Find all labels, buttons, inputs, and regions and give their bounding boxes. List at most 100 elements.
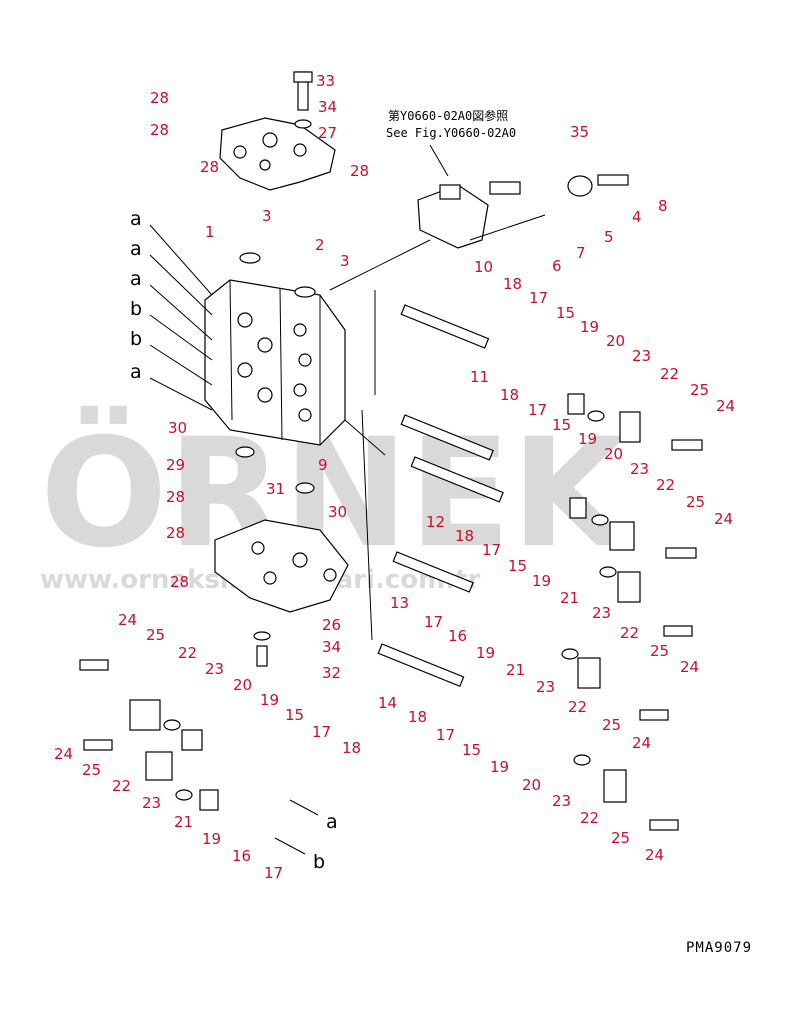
part-callout: 16 <box>448 627 467 645</box>
part-callout: 17 <box>424 613 443 631</box>
part-callout: 18 <box>503 275 522 293</box>
part-callout: 29 <box>166 456 185 474</box>
part-callout: 10 <box>474 258 493 276</box>
part-callout: 17 <box>528 401 547 419</box>
part-callout: 18 <box>455 527 474 545</box>
part-callout: 17 <box>482 541 501 559</box>
part-callout: 25 <box>611 829 630 847</box>
part-callout: 34 <box>322 638 341 656</box>
part-callout: 30 <box>328 503 347 521</box>
part-callout: 22 <box>620 624 639 642</box>
part-callout: 19 <box>490 758 509 776</box>
part-callout: 23 <box>592 604 611 622</box>
part-callout: 18 <box>500 386 519 404</box>
part-callout: 11 <box>470 368 489 386</box>
upper-cover <box>219 71 336 191</box>
part-callout: 32 <box>322 664 341 682</box>
part-callout: 28 <box>166 524 185 542</box>
part-callout: 24 <box>714 510 733 528</box>
part-callout: 17 <box>529 289 548 307</box>
lower-cover <box>214 519 349 667</box>
leader-lines <box>149 224 319 855</box>
part-callout: 24 <box>645 846 664 864</box>
part-callout: 34 <box>318 98 337 116</box>
part-callout: 19 <box>532 572 551 590</box>
part-callout: 19 <box>202 830 221 848</box>
part-callout: 2 <box>315 236 325 254</box>
part-callout: 23 <box>630 460 649 478</box>
subassembly-label: a <box>130 361 142 383</box>
part-callout: 22 <box>656 476 675 494</box>
part-callout: 19 <box>578 430 597 448</box>
part-callout: 27 <box>318 124 337 142</box>
part-callout: 6 <box>552 257 562 275</box>
part-callout: 22 <box>112 777 131 795</box>
spools <box>344 290 504 688</box>
part-callout: 5 <box>604 228 614 246</box>
subassembly-label: b <box>130 328 142 350</box>
subassembly-label: a <box>130 208 142 230</box>
part-callout: 9 <box>318 456 328 474</box>
part-callout: 24 <box>118 611 137 629</box>
reference-note-leader <box>429 144 449 177</box>
part-callout: 12 <box>426 513 445 531</box>
subassembly-label: a <box>326 811 338 833</box>
part-callout: 24 <box>632 734 651 752</box>
part-callout: 25 <box>690 381 709 399</box>
part-callout: 26 <box>322 616 341 634</box>
part-callout: 28 <box>200 158 219 176</box>
part-callout: 15 <box>552 416 571 434</box>
part-callout: 28 <box>150 89 169 107</box>
part-callout: 23 <box>536 678 555 696</box>
drawing-code: PMA9079 <box>686 940 752 956</box>
part-callout: 3 <box>340 252 350 270</box>
part-callout: 14 <box>378 694 397 712</box>
part-callout: 30 <box>168 419 187 437</box>
part-callout: 20 <box>233 676 252 694</box>
part-callout: 23 <box>142 794 161 812</box>
part-callout: 15 <box>285 706 304 724</box>
part-callout: 23 <box>205 660 224 678</box>
reference-note-jp: 第Y0660-02A0図参照 <box>388 108 508 123</box>
subassembly-label: b <box>130 298 142 320</box>
part-callout: 22 <box>580 809 599 827</box>
part-callout: 28 <box>150 121 169 139</box>
subassembly-label: b <box>313 851 325 873</box>
part-callout: 25 <box>602 716 621 734</box>
part-callout: 4 <box>632 208 642 226</box>
part-callout: 28 <box>350 162 369 180</box>
part-callout: 21 <box>560 589 579 607</box>
part-callout: 25 <box>82 761 101 779</box>
part-callout: 22 <box>178 644 197 662</box>
part-callout: 19 <box>476 644 495 662</box>
part-callout: 24 <box>680 658 699 676</box>
main-valve-body <box>204 252 346 494</box>
reference-note-en: See Fig.Y0660-02A0 <box>386 126 516 140</box>
part-callout: 15 <box>462 741 481 759</box>
part-callout: 15 <box>556 304 575 322</box>
part-callout: 22 <box>568 698 587 716</box>
part-callout: 25 <box>146 626 165 644</box>
relief-valve-block <box>329 174 629 291</box>
part-callout: 31 <box>266 480 285 498</box>
part-callout: 15 <box>508 557 527 575</box>
part-callout: 17 <box>312 723 331 741</box>
part-callout: 17 <box>436 726 455 744</box>
part-callout: 1 <box>205 223 215 241</box>
part-callout: 21 <box>174 813 193 831</box>
part-callout: 13 <box>390 594 409 612</box>
subassembly-label: a <box>130 268 142 290</box>
part-callout: 3 <box>262 207 272 225</box>
subassembly-label: a <box>130 238 142 260</box>
part-callout: 33 <box>316 72 335 90</box>
part-callout: 24 <box>54 745 73 763</box>
part-callout: 21 <box>506 661 525 679</box>
part-callout: 20 <box>522 776 541 794</box>
part-callout: 25 <box>650 642 669 660</box>
part-callout: 24 <box>716 397 735 415</box>
part-callout: 19 <box>260 691 279 709</box>
part-callout: 28 <box>170 573 189 591</box>
